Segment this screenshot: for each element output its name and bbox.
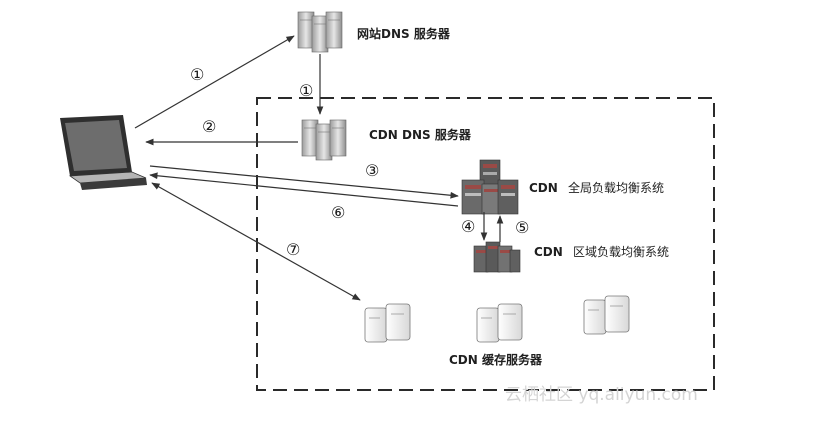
regional-load-balancer-icon	[473, 241, 521, 273]
regional-lb-prefix: CDN	[534, 245, 563, 259]
cache-server-icon	[364, 303, 411, 343]
step-4-label: ④	[461, 217, 475, 236]
step-5-label: ⑤	[515, 218, 529, 237]
cache-server-icon	[583, 295, 630, 335]
watermark: 云栖社区 yq.aliyun.com	[505, 385, 698, 405]
regional-lb-label: 区域负载均衡系统	[573, 245, 669, 259]
arrow-client-to-global-lb	[149, 165, 459, 199]
client-laptop-icon	[60, 115, 147, 190]
step-2-label: ②	[202, 117, 216, 136]
arrow-global-lb-to-client	[149, 172, 459, 207]
cache-servers-label: CDN 缓存服务器	[449, 352, 543, 367]
step-1-label: ①	[190, 65, 204, 84]
global-lb-label: 全局负载均衡系统	[568, 180, 664, 195]
arrow-client-to-site-dns	[134, 35, 295, 129]
step-1b-label: ①	[299, 81, 313, 100]
step-6-label: ⑥	[331, 203, 345, 222]
cdn-dns-label: CDN DNS 服务器	[369, 127, 472, 142]
cache-server-icon	[476, 303, 523, 343]
step-3-label: ③	[365, 161, 379, 180]
step-7-label: ⑦	[286, 240, 300, 259]
global-lb-prefix: CDN	[529, 181, 558, 195]
site-dns-server-icon	[297, 11, 343, 53]
cdn-dns-server-icon	[301, 119, 347, 161]
site-dns-label: 网站DNS 服务器	[357, 26, 451, 41]
arrow-client-cache-bidirectional	[151, 182, 361, 301]
global-load-balancer-icon	[461, 159, 519, 215]
